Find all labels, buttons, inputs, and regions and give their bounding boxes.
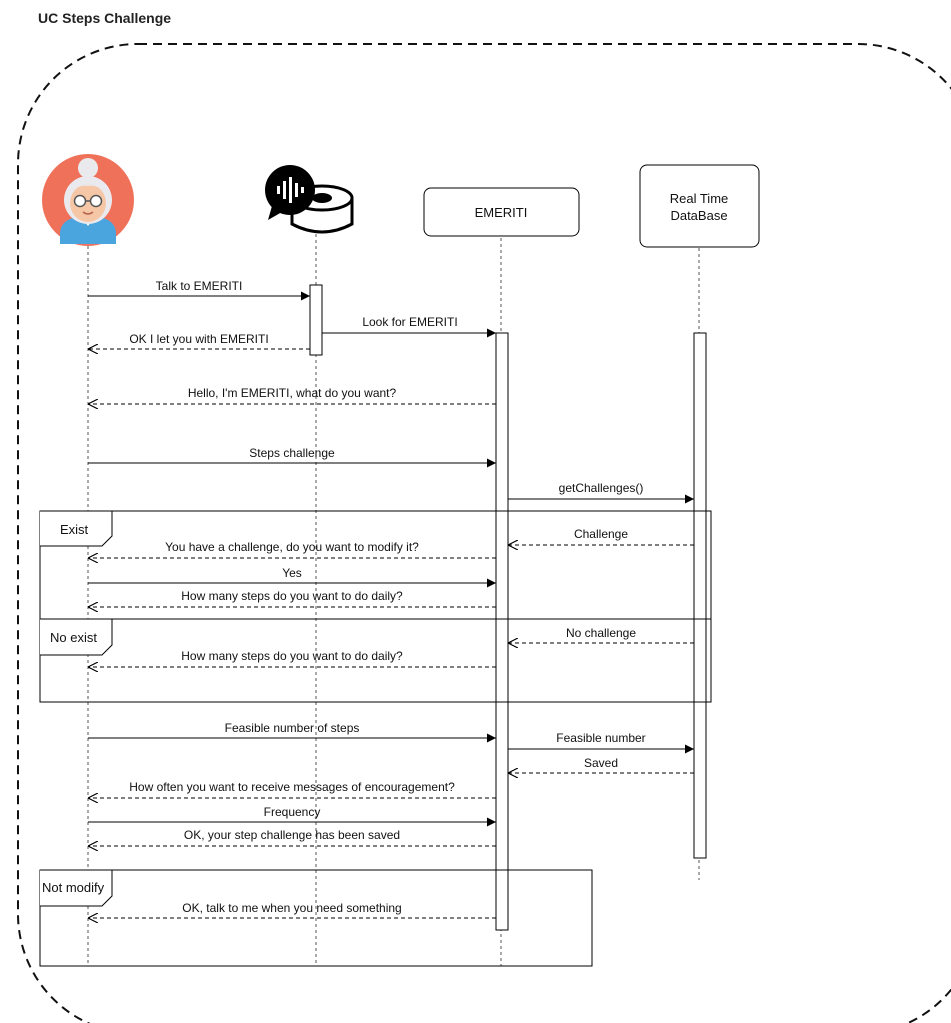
- message-have-challenge: You have a challenge, do you want to mod…: [88, 540, 496, 558]
- participant-database-label-line2: DataBase: [670, 208, 727, 223]
- svg-text:Saved: Saved: [584, 756, 618, 770]
- message-no-challenge: No challenge: [508, 626, 694, 643]
- svg-text:OK, talk to me when you need s: OK, talk to me when you need something: [182, 901, 401, 915]
- participant-emeriti-label: EMERITI: [475, 205, 528, 220]
- message-how-many-steps-1: How many steps do you want to do daily?: [88, 589, 496, 607]
- svg-text:Feasible number: Feasible number: [556, 731, 645, 745]
- svg-text:Frequency: Frequency: [264, 805, 321, 819]
- message-feasible-number: Feasible number: [508, 731, 694, 754]
- fragment-exist: Exist: [39, 510, 712, 620]
- elderly-woman-icon: [42, 154, 134, 246]
- message-saved: Saved: [508, 756, 694, 773]
- svg-text:Hello, I'm EMERITI, what do yo: Hello, I'm EMERITI, what do you want?: [188, 386, 397, 400]
- message-talk-when-needed: OK, talk to me when you need something: [88, 901, 496, 918]
- message-hello: Hello, I'm EMERITI, what do you want?: [88, 386, 496, 404]
- voice-assistant-speaker-icon: [265, 165, 354, 234]
- system-boundary: [17, 43, 951, 1023]
- svg-text:How many steps do you want to: How many steps do you want to do daily?: [181, 589, 403, 603]
- participant-database-label-line1: Real Time: [670, 191, 729, 206]
- activation-assistant: [309, 284, 323, 356]
- activation-emeriti: [495, 332, 509, 931]
- fragment-no-exist: No exist: [39, 618, 712, 703]
- message-look-for-emeriti: Look for EMERITI: [322, 315, 496, 338]
- message-talk-to-emeriti: Talk to EMERITI: [88, 279, 310, 301]
- message-frequency: Frequency: [88, 805, 496, 827]
- message-get-challenges: getChallenges(): [508, 481, 694, 504]
- message-steps-challenge: Steps challenge: [88, 446, 496, 468]
- svg-text:Challenge: Challenge: [574, 527, 628, 541]
- message-challenge: Challenge: [508, 527, 694, 545]
- svg-text:Talk to EMERITI: Talk to EMERITI: [156, 279, 243, 293]
- message-feasible-steps: Feasible number of steps: [88, 721, 496, 743]
- svg-text:How often you want to receive: How often you want to receive messages o…: [129, 780, 455, 794]
- diagram-title: UC Steps Challenge: [38, 10, 172, 26]
- fragment-not-modify: Not modify: [39, 869, 593, 967]
- message-ok-let-you: OK I let you with EMERITI: [88, 332, 310, 349]
- participant-database: Real Time DataBase: [639, 164, 760, 248]
- svg-text:Steps challenge: Steps challenge: [249, 446, 335, 460]
- svg-text:Look for EMERITI: Look for EMERITI: [362, 315, 457, 329]
- message-yes: Yes: [88, 566, 496, 588]
- svg-text:How many steps do you want to: How many steps do you want to do daily?: [181, 649, 403, 663]
- participant-emeriti: EMERITI: [423, 187, 580, 237]
- svg-text:OK, your step challenge has be: OK, your step challenge has been saved: [184, 828, 400, 842]
- svg-text:Feasible number of steps: Feasible number of steps: [225, 721, 360, 735]
- svg-text:getChallenges(): getChallenges(): [559, 481, 644, 495]
- svg-text:OK I let you with EMERITI: OK I let you with EMERITI: [129, 332, 268, 346]
- activation-database: [693, 332, 707, 859]
- message-how-often: How often you want to receive messages o…: [88, 780, 496, 798]
- fragment-not-modify-label: Not modify: [42, 880, 105, 895]
- message-saved-confirmation: OK, your step challenge has been saved: [88, 828, 496, 846]
- svg-text:No challenge: No challenge: [566, 626, 636, 640]
- fragment-exist-label: Exist: [60, 522, 89, 537]
- message-how-many-steps-2: How many steps do you want to do daily?: [88, 649, 496, 667]
- fragment-no-exist-label: No exist: [50, 630, 97, 645]
- svg-text:You have a challenge, do you w: You have a challenge, do you want to mod…: [165, 540, 419, 554]
- svg-text:Yes: Yes: [282, 566, 302, 580]
